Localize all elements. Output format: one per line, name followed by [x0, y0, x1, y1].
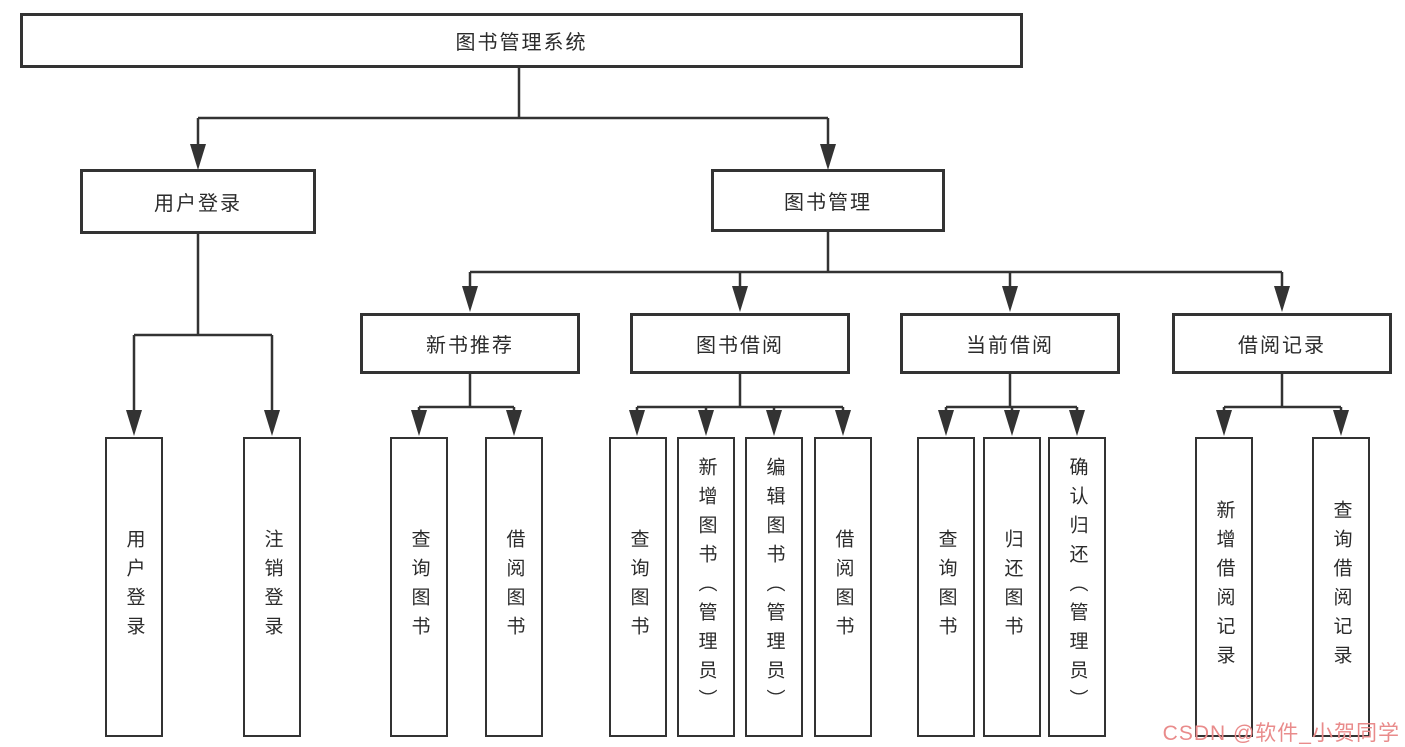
node-label: 注销登录 [261, 529, 283, 645]
watermark: CSDN @软件_小贺同学 [1162, 722, 1400, 745]
node-label: 新增借阅记录 [1213, 500, 1235, 674]
node-label: 借阅图书 [503, 529, 525, 645]
node-new-book-recommendation: 新书推荐 [360, 313, 580, 374]
node-user-login-leaf: 用户登录 [105, 437, 163, 737]
node-user-login: 用户登录 [80, 169, 316, 234]
node-label: 借阅图书 [832, 529, 854, 645]
node-book-management: 图书管理 [711, 169, 945, 232]
node-logout: 注销登录 [243, 437, 301, 737]
node-label: 用户登录 [123, 529, 145, 645]
node-label: 新增图书（管理员） [695, 456, 717, 718]
node-borrowing-records: 借阅记录 [1172, 313, 1392, 374]
node-label: 编辑图书（管理员） [763, 456, 785, 718]
arrowheads [126, 144, 1349, 436]
node-label: 确认归还（管理员） [1066, 456, 1088, 718]
node-add-books-admin: 新增图书（管理员） [677, 437, 735, 737]
node-label: 查询图书 [408, 529, 430, 645]
node-query-books-borrowing: 查询图书 [609, 437, 667, 737]
node-label: 查询图书 [627, 529, 649, 645]
node-label: 归还图书 [1001, 529, 1023, 645]
node-root: 图书管理系统 [20, 13, 1023, 68]
node-borrow-books-recommend: 借阅图书 [485, 437, 543, 737]
node-book-borrowing: 图书借阅 [630, 313, 850, 374]
node-query-books-current: 查询图书 [917, 437, 975, 737]
node-label: 查询借阅记录 [1330, 500, 1352, 674]
node-return-books: 归还图书 [983, 437, 1041, 737]
node-query-borrow-record: 查询借阅记录 [1312, 437, 1370, 737]
node-current-borrowing: 当前借阅 [900, 313, 1120, 374]
node-query-books-recommend: 查询图书 [390, 437, 448, 737]
node-label: 查询图书 [935, 529, 957, 645]
node-borrow-books-borrowing: 借阅图书 [814, 437, 872, 737]
node-confirm-return-admin: 确认归还（管理员） [1048, 437, 1106, 737]
node-add-borrow-record: 新增借阅记录 [1195, 437, 1253, 737]
node-edit-books-admin: 编辑图书（管理员） [745, 437, 803, 737]
